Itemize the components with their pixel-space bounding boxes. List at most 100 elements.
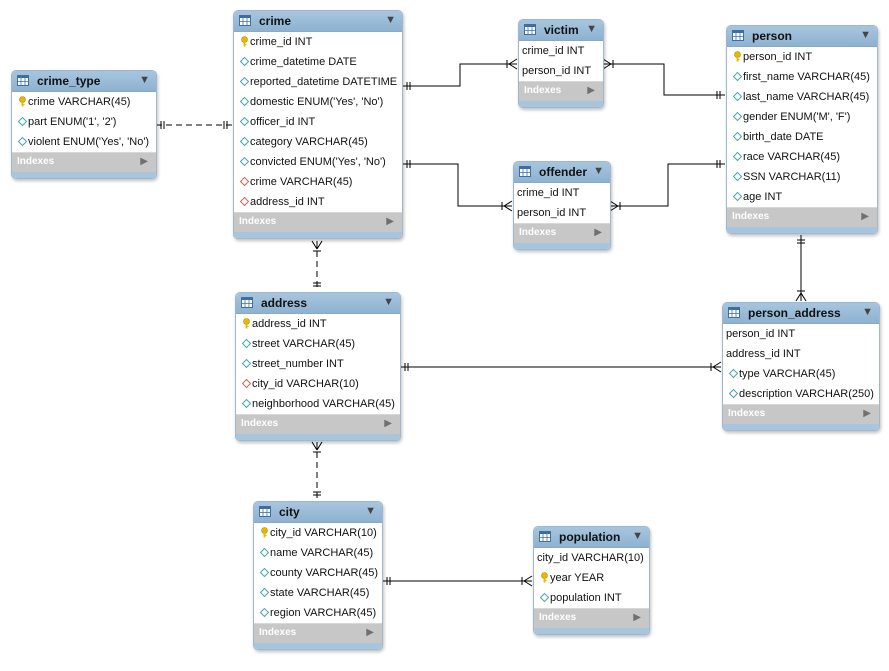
relationship-crime-offender[interactable] <box>402 160 513 212</box>
column-row[interactable]: person_id INT <box>519 61 603 81</box>
column-row[interactable]: person_id INT <box>727 47 877 67</box>
column-row[interactable]: category VARCHAR(45) <box>234 132 402 152</box>
table-crime-type[interactable]: crime_type▼crime VARCHAR(45)part ENUM('1… <box>11 70 157 179</box>
indexes-section[interactable]: Indexes▶ <box>723 404 879 424</box>
column-definition: street VARCHAR(45) <box>252 338 356 350</box>
table-header[interactable]: victim▼ <box>519 20 603 41</box>
column-row[interactable]: name VARCHAR(45) <box>254 543 382 563</box>
table-header[interactable]: crime_type▼ <box>12 71 156 92</box>
collapse-triangle-icon[interactable]: ▼ <box>593 165 604 177</box>
collapse-triangle-icon[interactable]: ▼ <box>860 29 871 41</box>
column-row[interactable]: domestic ENUM('Yes', 'No') <box>234 92 402 112</box>
indexes-section[interactable]: Indexes▶ <box>234 212 402 232</box>
expand-arrow-icon[interactable]: ▶ <box>594 227 602 238</box>
column-row[interactable]: SSN VARCHAR(11) <box>727 167 877 187</box>
column-row[interactable]: gender ENUM('M', 'F') <box>727 107 877 127</box>
expand-arrow-icon[interactable]: ▶ <box>384 418 392 429</box>
indexes-section[interactable]: Indexes▶ <box>519 81 603 101</box>
column-row[interactable]: crime_datetime DATE <box>234 52 402 72</box>
column-row[interactable]: city_id VARCHAR(10) <box>254 523 382 543</box>
indexes-section[interactable]: Indexes▶ <box>12 152 156 172</box>
column-row[interactable]: address_id INT <box>234 192 402 212</box>
column-row[interactable]: first_name VARCHAR(45) <box>727 67 877 87</box>
indexes-section[interactable]: Indexes▶ <box>727 207 877 227</box>
expand-arrow-icon[interactable]: ▶ <box>366 627 374 638</box>
expand-arrow-icon[interactable]: ▶ <box>140 156 148 167</box>
column-row[interactable]: age INT <box>727 187 877 207</box>
relationship-person-person-address[interactable] <box>795 235 807 302</box>
column-row[interactable]: street_number INT <box>236 354 400 374</box>
column-row[interactable]: neighborhood VARCHAR(45) <box>236 394 400 414</box>
collapse-triangle-icon[interactable]: ▼ <box>365 505 376 517</box>
table-header[interactable]: crime▼ <box>234 11 402 32</box>
table-header[interactable]: population▼ <box>534 527 649 548</box>
column-row[interactable]: population INT <box>534 588 649 608</box>
collapse-triangle-icon[interactable]: ▼ <box>385 14 396 26</box>
column-row[interactable]: address_id INT <box>723 344 879 364</box>
column-row[interactable]: reported_datetime DATETIME <box>234 72 402 92</box>
relationship-crime-type-crime[interactable] <box>156 121 232 129</box>
primary-key-icon <box>539 572 550 583</box>
table-header[interactable]: address▼ <box>236 293 400 314</box>
column-row[interactable]: part ENUM('1', '2') <box>12 112 156 132</box>
primary-key-icon <box>239 36 250 47</box>
column-row[interactable]: crime_id INT <box>514 183 610 203</box>
relationship-address-person-address[interactable] <box>400 361 722 373</box>
relationship-crime-victim[interactable] <box>402 58 518 90</box>
indexes-section[interactable]: Indexes▶ <box>514 223 610 243</box>
column-row[interactable]: crime_id INT <box>519 41 603 61</box>
column-row[interactable]: address_id INT <box>236 314 400 334</box>
relationship-offender-person[interactable] <box>609 160 725 212</box>
column-row[interactable]: person_id INT <box>514 203 610 223</box>
collapse-triangle-icon[interactable]: ▼ <box>862 306 873 318</box>
relationship-victim-person[interactable] <box>602 58 725 99</box>
table-header[interactable]: person_address▼ <box>723 303 879 324</box>
column-row[interactable]: officer_id INT <box>234 112 402 132</box>
column-row[interactable]: type VARCHAR(45) <box>723 364 879 384</box>
expand-arrow-icon[interactable]: ▶ <box>861 211 869 222</box>
column-row[interactable]: county VARCHAR(45) <box>254 563 382 583</box>
relationship-address-city[interactable] <box>311 441 323 500</box>
expand-arrow-icon[interactable]: ▶ <box>587 85 595 96</box>
table-city[interactable]: city▼city_id VARCHAR(10)name VARCHAR(45)… <box>253 501 383 650</box>
collapse-triangle-icon[interactable]: ▼ <box>632 530 643 542</box>
column-row[interactable]: last_name VARCHAR(45) <box>727 87 877 107</box>
column-row[interactable]: race VARCHAR(45) <box>727 147 877 167</box>
collapse-triangle-icon[interactable]: ▼ <box>586 23 597 35</box>
indexes-section[interactable]: Indexes▶ <box>534 608 649 628</box>
collapse-triangle-icon[interactable]: ▼ <box>139 74 150 86</box>
relationship-crime-address[interactable] <box>311 240 323 291</box>
column-row[interactable]: state VARCHAR(45) <box>254 583 382 603</box>
column-row[interactable]: crime VARCHAR(45) <box>234 172 402 192</box>
column-row[interactable]: crime VARCHAR(45) <box>12 92 156 112</box>
column-row[interactable]: city_id VARCHAR(10) <box>236 374 400 394</box>
table-header[interactable]: offender▼ <box>514 162 610 183</box>
column-row[interactable]: violent ENUM('Yes', 'No') <box>12 132 156 152</box>
expand-arrow-icon[interactable]: ▶ <box>863 408 871 419</box>
expand-arrow-icon[interactable]: ▶ <box>633 612 641 623</box>
column-row[interactable]: description VARCHAR(250) <box>723 384 879 404</box>
table-address[interactable]: address▼address_id INT street VARCHAR(45)… <box>235 292 401 441</box>
column-row[interactable]: street VARCHAR(45) <box>236 334 400 354</box>
column-row[interactable]: person_id INT <box>723 324 879 344</box>
indexes-section[interactable]: Indexes▶ <box>236 414 400 434</box>
column-row[interactable]: city_id VARCHAR(10) <box>534 548 649 568</box>
table-header[interactable]: city▼ <box>254 502 382 523</box>
column-row[interactable]: crime_id INT <box>234 32 402 52</box>
collapse-triangle-icon[interactable]: ▼ <box>383 296 394 308</box>
column-row[interactable]: convicted ENUM('Yes', 'No') <box>234 152 402 172</box>
relationship-city-population[interactable] <box>382 575 533 587</box>
column-row[interactable]: birth_date DATE <box>727 127 877 147</box>
column-row[interactable]: year YEAR <box>534 568 649 588</box>
table-header[interactable]: person▼ <box>727 26 877 47</box>
expand-arrow-icon[interactable]: ▶ <box>386 216 394 227</box>
column-row[interactable]: region VARCHAR(45) <box>254 603 382 623</box>
indexes-section[interactable]: Indexes▶ <box>254 623 382 643</box>
